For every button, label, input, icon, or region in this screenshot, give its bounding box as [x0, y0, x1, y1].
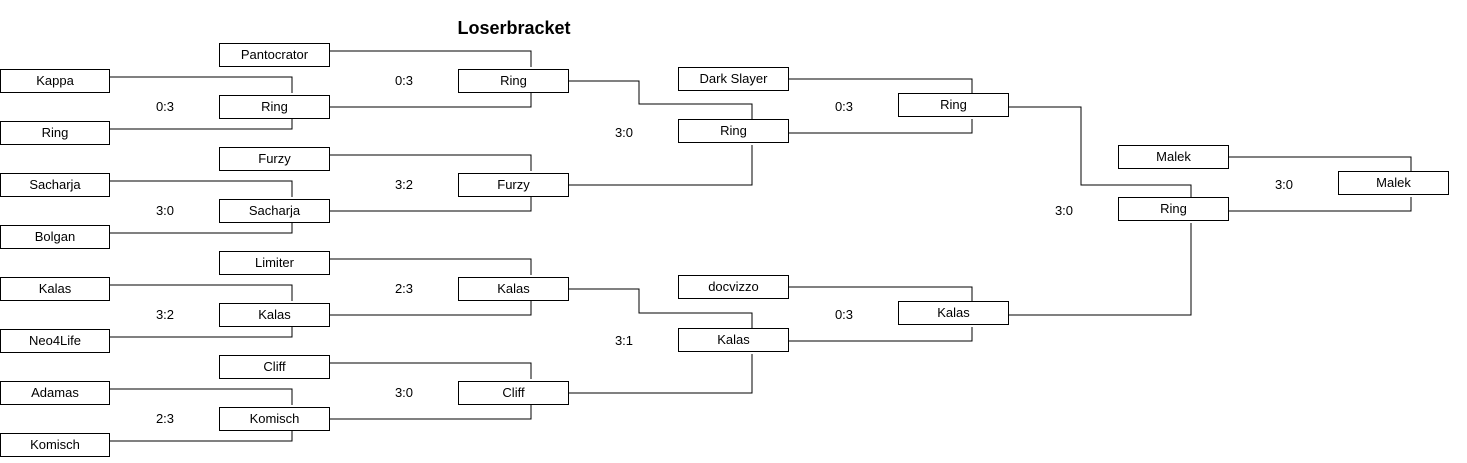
- match-score: 3:1: [614, 333, 634, 348]
- connector: [1009, 223, 1192, 316]
- bracket-title: Loserbracket: [457, 18, 571, 38]
- player-box-r1: Neo4Life: [0, 329, 110, 353]
- connector: [1009, 106, 1192, 197]
- connector: [330, 258, 532, 275]
- connector: [569, 145, 753, 186]
- connector: [110, 223, 293, 234]
- player-box-r2-entrant: Pantocrator: [219, 43, 330, 67]
- player-box-r4-winner: Ring: [898, 93, 1009, 117]
- connector: [1229, 156, 1412, 171]
- player-box-r1: Ring: [0, 121, 110, 145]
- player-box-r3-winner: Kalas: [678, 328, 789, 352]
- connector: [789, 327, 973, 342]
- connector: [110, 180, 293, 197]
- match-score: 3:0: [394, 385, 414, 400]
- player-box-r1-winner: Sacharja: [219, 199, 330, 223]
- player-box-r2-entrant: Limiter: [219, 251, 330, 275]
- player-box-r2-winner: Ring: [458, 69, 569, 93]
- connector: [330, 362, 532, 379]
- connector: [110, 119, 293, 130]
- player-box-r1: Kappa: [0, 69, 110, 93]
- player-box-r2-winner: Cliff: [458, 381, 569, 405]
- player-box-r4-winner: Kalas: [898, 301, 1009, 325]
- connector: [569, 354, 753, 394]
- match-score: 0:3: [834, 307, 854, 322]
- connector: [110, 388, 293, 405]
- connector: [789, 286, 973, 301]
- match-score: 3:0: [155, 203, 175, 218]
- match-score: 0:3: [155, 99, 175, 114]
- player-box-r3-entrant: Dark Slayer: [678, 67, 789, 91]
- player-box-final-entrant: Malek: [1118, 145, 1229, 169]
- connector: [330, 301, 532, 316]
- connector: [1229, 197, 1412, 212]
- player-box-r1: Komisch: [0, 433, 110, 457]
- connector: [110, 327, 293, 338]
- player-box-r2-winner: Furzy: [458, 173, 569, 197]
- player-box-r3-winner: Ring: [678, 119, 789, 143]
- connector: [110, 431, 293, 442]
- connector: [789, 119, 973, 134]
- match-score: 3:0: [614, 125, 634, 140]
- player-box-r2-entrant: Cliff: [219, 355, 330, 379]
- match-score: 0:3: [394, 73, 414, 88]
- match-score: 2:3: [394, 281, 414, 296]
- match-score: 0:3: [834, 99, 854, 114]
- player-box-r2-entrant: Furzy: [219, 147, 330, 171]
- connector: [330, 154, 532, 171]
- player-box-r1: Kalas: [0, 277, 110, 301]
- champion-box: Malek: [1338, 171, 1449, 195]
- connector: [110, 76, 293, 93]
- player-box-r1-winner: Komisch: [219, 407, 330, 431]
- player-box-r1: Bolgan: [0, 225, 110, 249]
- connector: [110, 284, 293, 301]
- match-score: 3:0: [1274, 177, 1294, 192]
- match-score: 2:3: [155, 411, 175, 426]
- player-box-r2-winner: Kalas: [458, 277, 569, 301]
- connector: [569, 288, 753, 328]
- connector: [789, 78, 973, 93]
- player-box-r5-winner: Ring: [1118, 197, 1229, 221]
- player-box-r1: Adamas: [0, 381, 110, 405]
- player-box-r3-entrant: docvizzo: [678, 275, 789, 299]
- connector: [569, 80, 753, 119]
- player-box-r1-winner: Ring: [219, 95, 330, 119]
- player-box-r1: Sacharja: [0, 173, 110, 197]
- connector: [330, 405, 532, 420]
- match-score: 3:2: [394, 177, 414, 192]
- match-score: 3:0: [1054, 203, 1074, 218]
- connector: [330, 93, 532, 108]
- match-score: 3:2: [155, 307, 175, 322]
- player-box-r1-winner: Kalas: [219, 303, 330, 327]
- connector: [330, 50, 532, 67]
- connector: [330, 197, 532, 212]
